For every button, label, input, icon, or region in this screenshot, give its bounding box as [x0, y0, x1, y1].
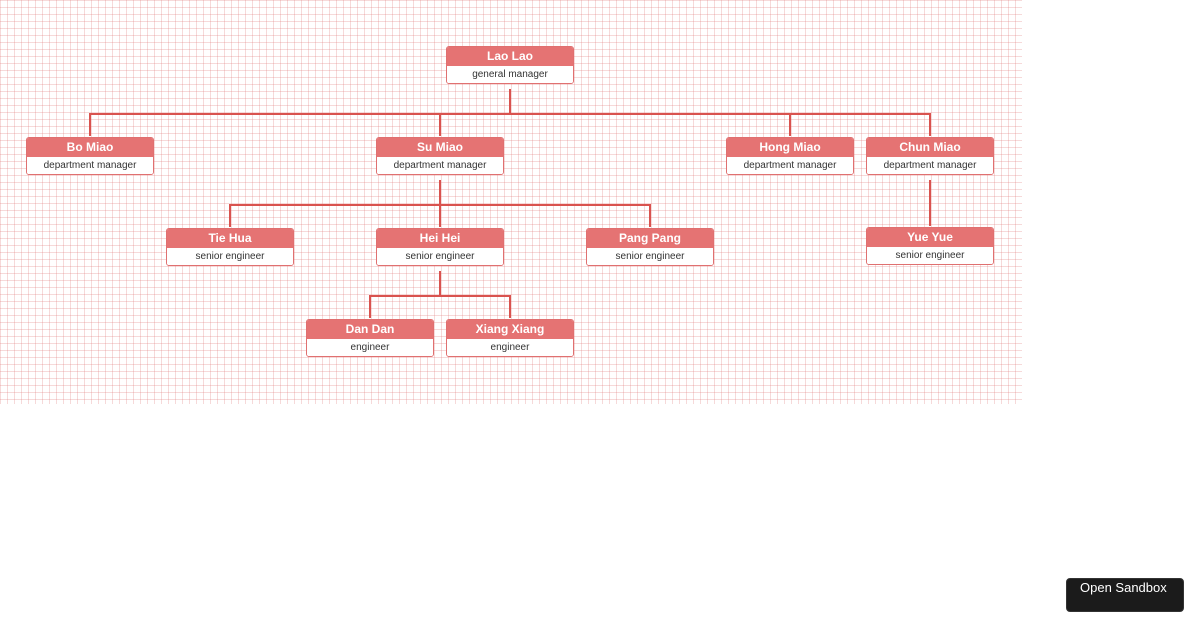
org-node-tie-hua[interactable]: Tie Hua senior engineer [166, 228, 294, 266]
org-node-hei-hei[interactable]: Hei Hei senior engineer [376, 228, 504, 266]
connector-lao_lao-to-bo_miao [89, 89, 511, 136]
node-role: department manager [377, 157, 503, 174]
node-name: Chun Miao [867, 138, 993, 157]
node-name: Su Miao [377, 138, 503, 157]
node-role: engineer [307, 339, 433, 356]
org-node-dan-dan[interactable]: Dan Dan engineer [306, 319, 434, 357]
connector-lao_lao-to-su_miao [439, 89, 511, 136]
node-name: Lao Lao [447, 47, 573, 66]
node-role: general manager [447, 66, 573, 83]
node-name: Tie Hua [167, 229, 293, 248]
org-node-hong-miao[interactable]: Hong Miao department manager [726, 137, 854, 175]
node-role: senior engineer [867, 247, 993, 264]
connector-lao_lao-to-chun_miao [509, 89, 931, 136]
connector-su_miao-to-pang_pang [439, 180, 651, 227]
connector-hei_hei-to-dan_dan [369, 271, 441, 318]
org-node-pang-pang[interactable]: Pang Pang senior engineer [586, 228, 714, 266]
org-chart-canvas[interactable]: Lao Lao general manager Bo Miao departme… [0, 0, 1022, 404]
org-node-lao-lao[interactable]: Lao Lao general manager [446, 46, 574, 84]
org-node-chun-miao[interactable]: Chun Miao department manager [866, 137, 994, 175]
node-role: senior engineer [167, 248, 293, 265]
node-name: Hei Hei [377, 229, 503, 248]
node-role: senior engineer [587, 248, 713, 265]
node-name: Bo Miao [27, 138, 153, 157]
node-name: Yue Yue [867, 228, 993, 247]
node-name: Pang Pang [587, 229, 713, 248]
org-node-xiang-xiang[interactable]: Xiang Xiang engineer [446, 319, 574, 357]
connector-su_miao-to-tie_hua [229, 180, 441, 227]
node-name: Hong Miao [727, 138, 853, 157]
connector-hei_hei-to-xiang_xiang [439, 271, 511, 318]
open-sandbox-button[interactable]: Open Sandbox [1066, 578, 1184, 612]
node-role: engineer [447, 339, 573, 356]
node-name: Dan Dan [307, 320, 433, 339]
org-chart-connectors [89, 89, 931, 318]
node-name: Xiang Xiang [447, 320, 573, 339]
node-role: senior engineer [377, 248, 503, 265]
node-role: department manager [727, 157, 853, 174]
node-role: department manager [867, 157, 993, 174]
connector-lao_lao-to-hong_miao [509, 89, 791, 136]
org-node-yue-yue[interactable]: Yue Yue senior engineer [866, 227, 994, 265]
org-node-bo-miao[interactable]: Bo Miao department manager [26, 137, 154, 175]
org-node-su-miao[interactable]: Su Miao department manager [376, 137, 504, 175]
node-role: department manager [27, 157, 153, 174]
